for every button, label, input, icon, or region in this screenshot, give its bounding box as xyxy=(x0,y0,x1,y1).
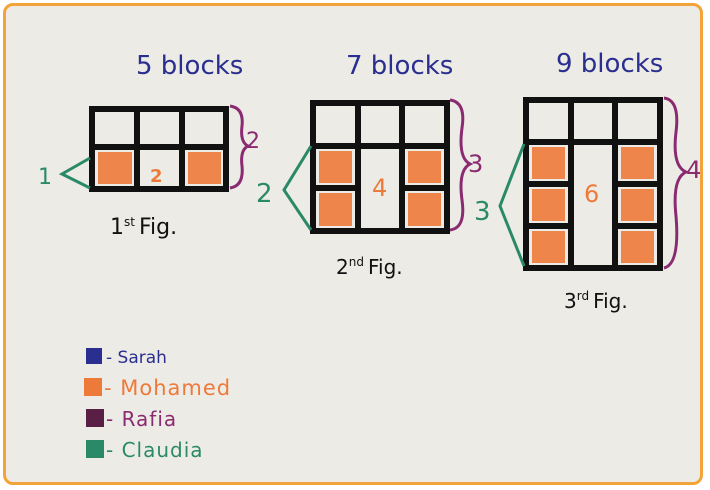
figure-1-block-left xyxy=(98,152,132,184)
figure-2-block xyxy=(319,193,352,226)
figure-1-height-brace xyxy=(229,104,252,190)
figure-1-grid xyxy=(89,106,229,192)
figure-2-pair-label: 4 xyxy=(372,174,387,202)
figure-3-block xyxy=(532,189,565,221)
figure-1-arm-label: 1 xyxy=(38,165,52,190)
figure-2-grid xyxy=(310,100,450,234)
legend-item-rafia: - Rafia xyxy=(86,407,177,431)
figure-3-grid xyxy=(523,97,663,271)
figure-2-height-brace xyxy=(449,98,474,232)
figure-2-arm-label: 2 xyxy=(256,179,273,209)
figure-2-title: 7 blocks xyxy=(346,51,453,81)
figure-3-height-label: 4 xyxy=(686,156,701,184)
legend-label-claudia: - Claudia xyxy=(106,438,204,462)
legend-label-mohamed: - Mohamed xyxy=(104,376,231,400)
figure-3-block xyxy=(621,147,654,179)
figure-3-block xyxy=(621,189,654,221)
figure-1-height-label: 2 xyxy=(246,129,260,154)
legend-swatch-icon xyxy=(86,440,104,458)
figure-2-block xyxy=(408,151,441,183)
legend-item-mohamed: - Mohamed xyxy=(84,376,231,400)
figure-2-block xyxy=(408,193,441,226)
figure-2-height-label: 3 xyxy=(468,150,483,178)
legend: - Sarah - Mohamed - Rafia - Claudia xyxy=(84,348,231,462)
legend-item-claudia: - Claudia xyxy=(86,438,204,462)
figure-3-block xyxy=(532,231,565,263)
legend-swatch-icon xyxy=(84,378,102,396)
figure-1-title: 5 blocks xyxy=(136,51,243,81)
figure-3-block xyxy=(532,147,565,179)
legend-label-sarah: - Sarah xyxy=(106,348,167,368)
figure-1-arm-bracket xyxy=(58,156,91,190)
figure-3-arm-label: 3 xyxy=(474,197,491,227)
figure-2-block xyxy=(319,151,352,183)
legend-item-sarah: - Sarah xyxy=(86,348,167,368)
figure-3-pair-label: 6 xyxy=(584,180,599,208)
legend-swatch-icon xyxy=(86,348,102,364)
figure-1-block-right xyxy=(188,152,221,184)
figure-2-arm-bracket xyxy=(282,145,313,231)
figure-3-height-brace xyxy=(663,96,690,270)
figure-3-block xyxy=(621,231,654,263)
legend-label-rafia: - Rafia xyxy=(106,407,177,431)
figure-1-pair-label: 2 xyxy=(150,166,163,187)
legend-swatch-icon xyxy=(86,409,104,427)
figure-3-arm-bracket xyxy=(498,143,526,267)
figure-3-title: 9 blocks xyxy=(556,49,663,79)
